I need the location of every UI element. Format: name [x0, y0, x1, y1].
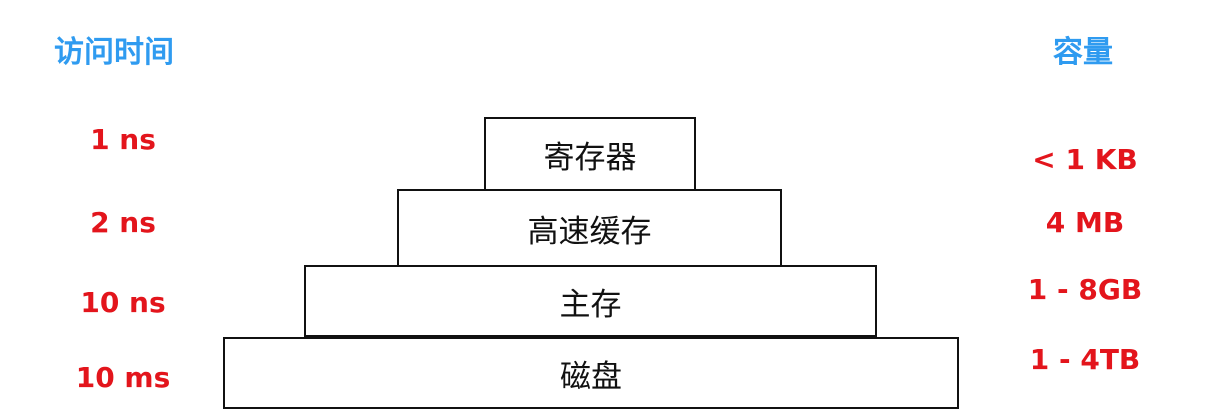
- tier-label: 高速缓存: [527, 213, 652, 250]
- tier-cache: 高速缓存: [397, 189, 782, 267]
- capacity-registers: < 1 KB: [1032, 143, 1138, 176]
- access-time-disk: 10 ms: [75, 361, 171, 394]
- tier-main-memory: 主存: [304, 265, 877, 337]
- tier-label: 寄存器: [543, 139, 637, 176]
- access-time-cache: 2 ns: [90, 206, 156, 239]
- access-time-header: 访问时间: [54, 35, 174, 70]
- capacity-header: 容量: [1053, 35, 1113, 70]
- access-time-registers: 1 ns: [90, 123, 156, 156]
- access-time-main-memory: 10 ns: [80, 286, 166, 319]
- capacity-main-memory: 1 - 8GB: [1027, 273, 1143, 306]
- tier-registers: 寄存器: [484, 117, 696, 191]
- tier-disk: 磁盘: [223, 337, 959, 409]
- tier-label: 磁盘: [560, 358, 622, 395]
- tier-label: 主存: [559, 286, 622, 323]
- capacity-disk: 1 - 4TB: [1029, 343, 1141, 376]
- capacity-cache: 4 MB: [1045, 206, 1125, 239]
